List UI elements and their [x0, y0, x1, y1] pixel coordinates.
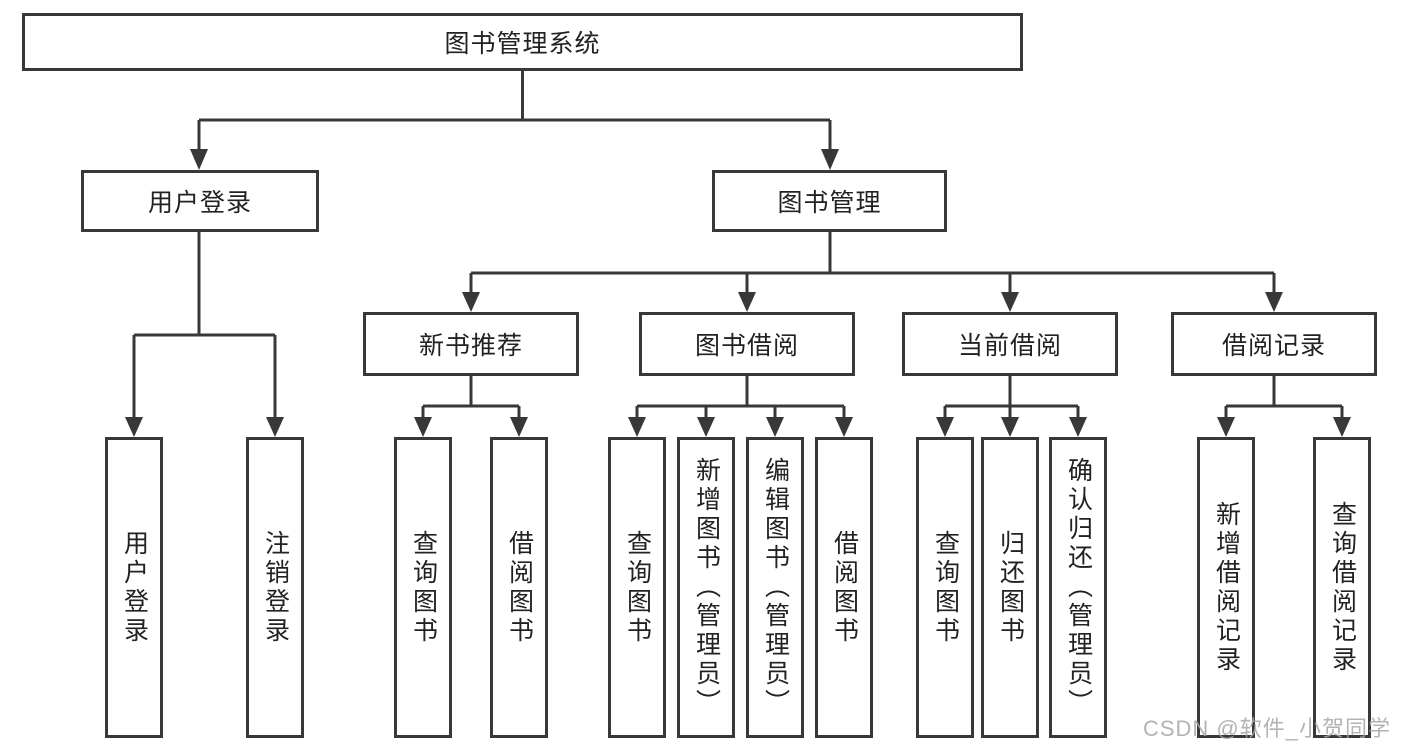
connector-borrow-to-leaves [635, 376, 846, 419]
arrowhead-down [1001, 417, 1019, 437]
arrowhead-down [414, 417, 432, 437]
node-label: 确认归还（管理员） [1064, 457, 1093, 718]
leaf-borrow-query-books: 查询图书 [608, 437, 666, 738]
arrowhead-down [1265, 292, 1283, 312]
arrowhead-down [835, 417, 853, 437]
connector-records-to-leaves [1224, 376, 1344, 419]
arrowhead-down [738, 292, 756, 312]
leaf-borrow-edit-books-admin: 编辑图书（管理员） [746, 437, 804, 738]
connector-root-to-level2 [197, 71, 832, 151]
arrowhead-down [1069, 417, 1087, 437]
leaf-borrow-add-books-admin: 新增图书（管理员） [677, 437, 735, 738]
arrowhead-down [1217, 417, 1235, 437]
arrowhead-down [266, 417, 284, 437]
arrowhead-down [190, 149, 208, 170]
connector-user-login-to-leaves [132, 232, 277, 419]
arrowhead-down [1333, 417, 1351, 437]
node-label: 查询图书 [409, 529, 438, 646]
node-label: 归还图书 [996, 529, 1025, 646]
node-label: 借阅记录 [1221, 332, 1326, 360]
arrowhead-down [697, 417, 715, 437]
arrowhead-down [628, 417, 646, 437]
node-current-borrow: 当前借阅 [902, 312, 1118, 376]
node-user-login: 用户登录 [81, 170, 319, 232]
leaf-current-query-books: 查询图书 [916, 437, 974, 738]
arrowhead-down [1001, 292, 1019, 312]
node-label: 借阅图书 [505, 529, 534, 646]
node-book-management: 图书管理 [712, 170, 947, 232]
arrowhead-down [125, 417, 143, 437]
leaf-borrow-borrow-books: 借阅图书 [815, 437, 873, 738]
leaf-user-login: 用户登录 [105, 437, 163, 738]
node-label: 查询图书 [931, 529, 960, 646]
node-borrow-records: 借阅记录 [1171, 312, 1377, 376]
node-label: 新书推荐 [418, 332, 523, 360]
node-label: 查询借阅记录 [1328, 500, 1357, 675]
node-label: 当前借阅 [957, 332, 1062, 360]
node-label: 新增图书（管理员） [692, 457, 721, 718]
arrowhead-down [766, 417, 784, 437]
connector-book-management-to-level3 [469, 232, 1276, 294]
node-label: 新增借阅记录 [1212, 500, 1241, 675]
node-library-system: 图书管理系统 [22, 13, 1023, 71]
leaf-current-confirm-return-admin: 确认归还（管理员） [1049, 437, 1107, 738]
leaf-logout: 注销登录 [246, 437, 304, 738]
csdn-watermark: CSDN @软件_小贺同学 [1142, 716, 1391, 741]
node-label: 图书管理 [777, 189, 882, 217]
arrowhead-down [462, 292, 480, 312]
leaf-records-query-record: 查询借阅记录 [1313, 437, 1371, 738]
node-label: 图书借阅 [694, 332, 799, 360]
leaf-recommend-query-books: 查询图书 [394, 437, 452, 738]
node-label: 用户登录 [120, 529, 149, 646]
node-label: 图书管理系统 [444, 30, 601, 58]
connector-recommend-to-leaves [421, 376, 521, 419]
node-book-borrow: 图书借阅 [639, 312, 855, 376]
arrowhead-down [936, 417, 954, 437]
arrowhead-down [510, 417, 528, 437]
node-label: 编辑图书（管理员） [761, 457, 790, 718]
leaf-records-add-record: 新增借阅记录 [1197, 437, 1255, 738]
node-label: 注销登录 [261, 529, 290, 646]
node-label: 查询图书 [623, 529, 652, 646]
connector-current-to-leaves [943, 376, 1080, 419]
node-new-book-recommend: 新书推荐 [363, 312, 579, 376]
node-label: 借阅图书 [830, 529, 859, 646]
leaf-current-return-books: 归还图书 [981, 437, 1039, 738]
node-label: 用户登录 [147, 189, 252, 217]
arrowhead-down [821, 149, 839, 170]
leaf-recommend-borrow-books: 借阅图书 [490, 437, 548, 738]
